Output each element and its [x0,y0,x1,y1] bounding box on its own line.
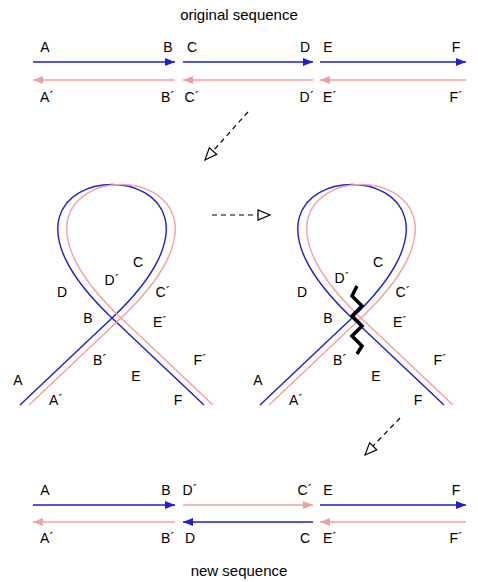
segment-label: A [39,483,50,497]
segment-label: E´ [322,531,338,545]
segment-label: B [160,483,171,497]
step-arrow [212,214,258,215]
segment-label: F [451,483,462,497]
segment-label: C´ [297,483,314,497]
strand-segment [33,79,175,80]
segment-label: A [39,40,50,54]
segment-label: B´ [92,353,108,367]
strand-segment [320,521,466,522]
segment-label: F [451,40,462,54]
segment-label: E [370,369,381,383]
segment-label: A´ [288,393,304,407]
segment-label: B [322,311,333,325]
step-arrowhead [365,443,377,455]
segment-label: E [130,369,141,383]
diagram-caption: new sequence [191,563,288,578]
segment-label: D [296,285,308,299]
segment-label: C [132,255,144,269]
segment-label: C [372,255,384,269]
segment-label: B´ [160,90,176,104]
strand-segment [33,504,175,505]
segment-label: E [322,483,333,497]
strand-segment [33,61,175,62]
recombination-zigzag [352,286,362,354]
segment-label: D´ [104,273,121,287]
segment-label: F´ [192,353,207,367]
segment-label: D´ [299,90,316,104]
strand-loop [20,185,204,406]
strand-segment [320,504,466,505]
step-arrowhead [258,210,270,220]
segment-label: C´ [395,285,412,299]
segment-label: D [299,40,311,54]
strand-loop [29,185,213,406]
segment-label: E´ [322,90,338,104]
step-arrow [213,112,248,151]
strand-segment [183,504,313,505]
segment-label: A´ [39,531,55,545]
segment-label: A [12,373,23,387]
segment-label: B´ [160,531,176,545]
segment-label: F´ [432,353,447,367]
segment-label: C [299,531,311,545]
segment-label: E´ [392,315,408,329]
strand-segment [320,61,466,62]
segment-label: A [252,373,263,387]
segment-label: D [56,285,68,299]
strand-segment [33,521,175,522]
segment-label: F´ [448,531,463,545]
segment-label: A´ [48,393,64,407]
segment-label: E´ [152,315,168,329]
segment-label: C´ [184,90,201,104]
strand-segment [320,79,466,80]
strand-loop [269,185,453,406]
segment-label: F [413,393,424,407]
segment-label: B [162,40,173,54]
step-arrowhead [205,148,217,160]
segment-label: C´ [155,285,172,299]
diagram-title: original sequence [180,7,298,22]
strand-segment [183,521,313,522]
step-arrow [373,418,400,446]
segment-label: D´ [182,483,199,497]
segment-label: D´ [334,271,351,285]
segment-label: D [184,531,196,545]
strand-segment [183,79,313,80]
strand-loop [260,185,444,406]
segment-label: C [186,40,198,54]
segment-label: B´ [332,353,348,367]
segment-label: F´ [448,90,463,104]
segment-label: A´ [39,90,55,104]
segment-label: B [82,311,93,325]
strand-segment [183,61,313,62]
segment-label: F [173,393,184,407]
segment-label: E [322,40,333,54]
